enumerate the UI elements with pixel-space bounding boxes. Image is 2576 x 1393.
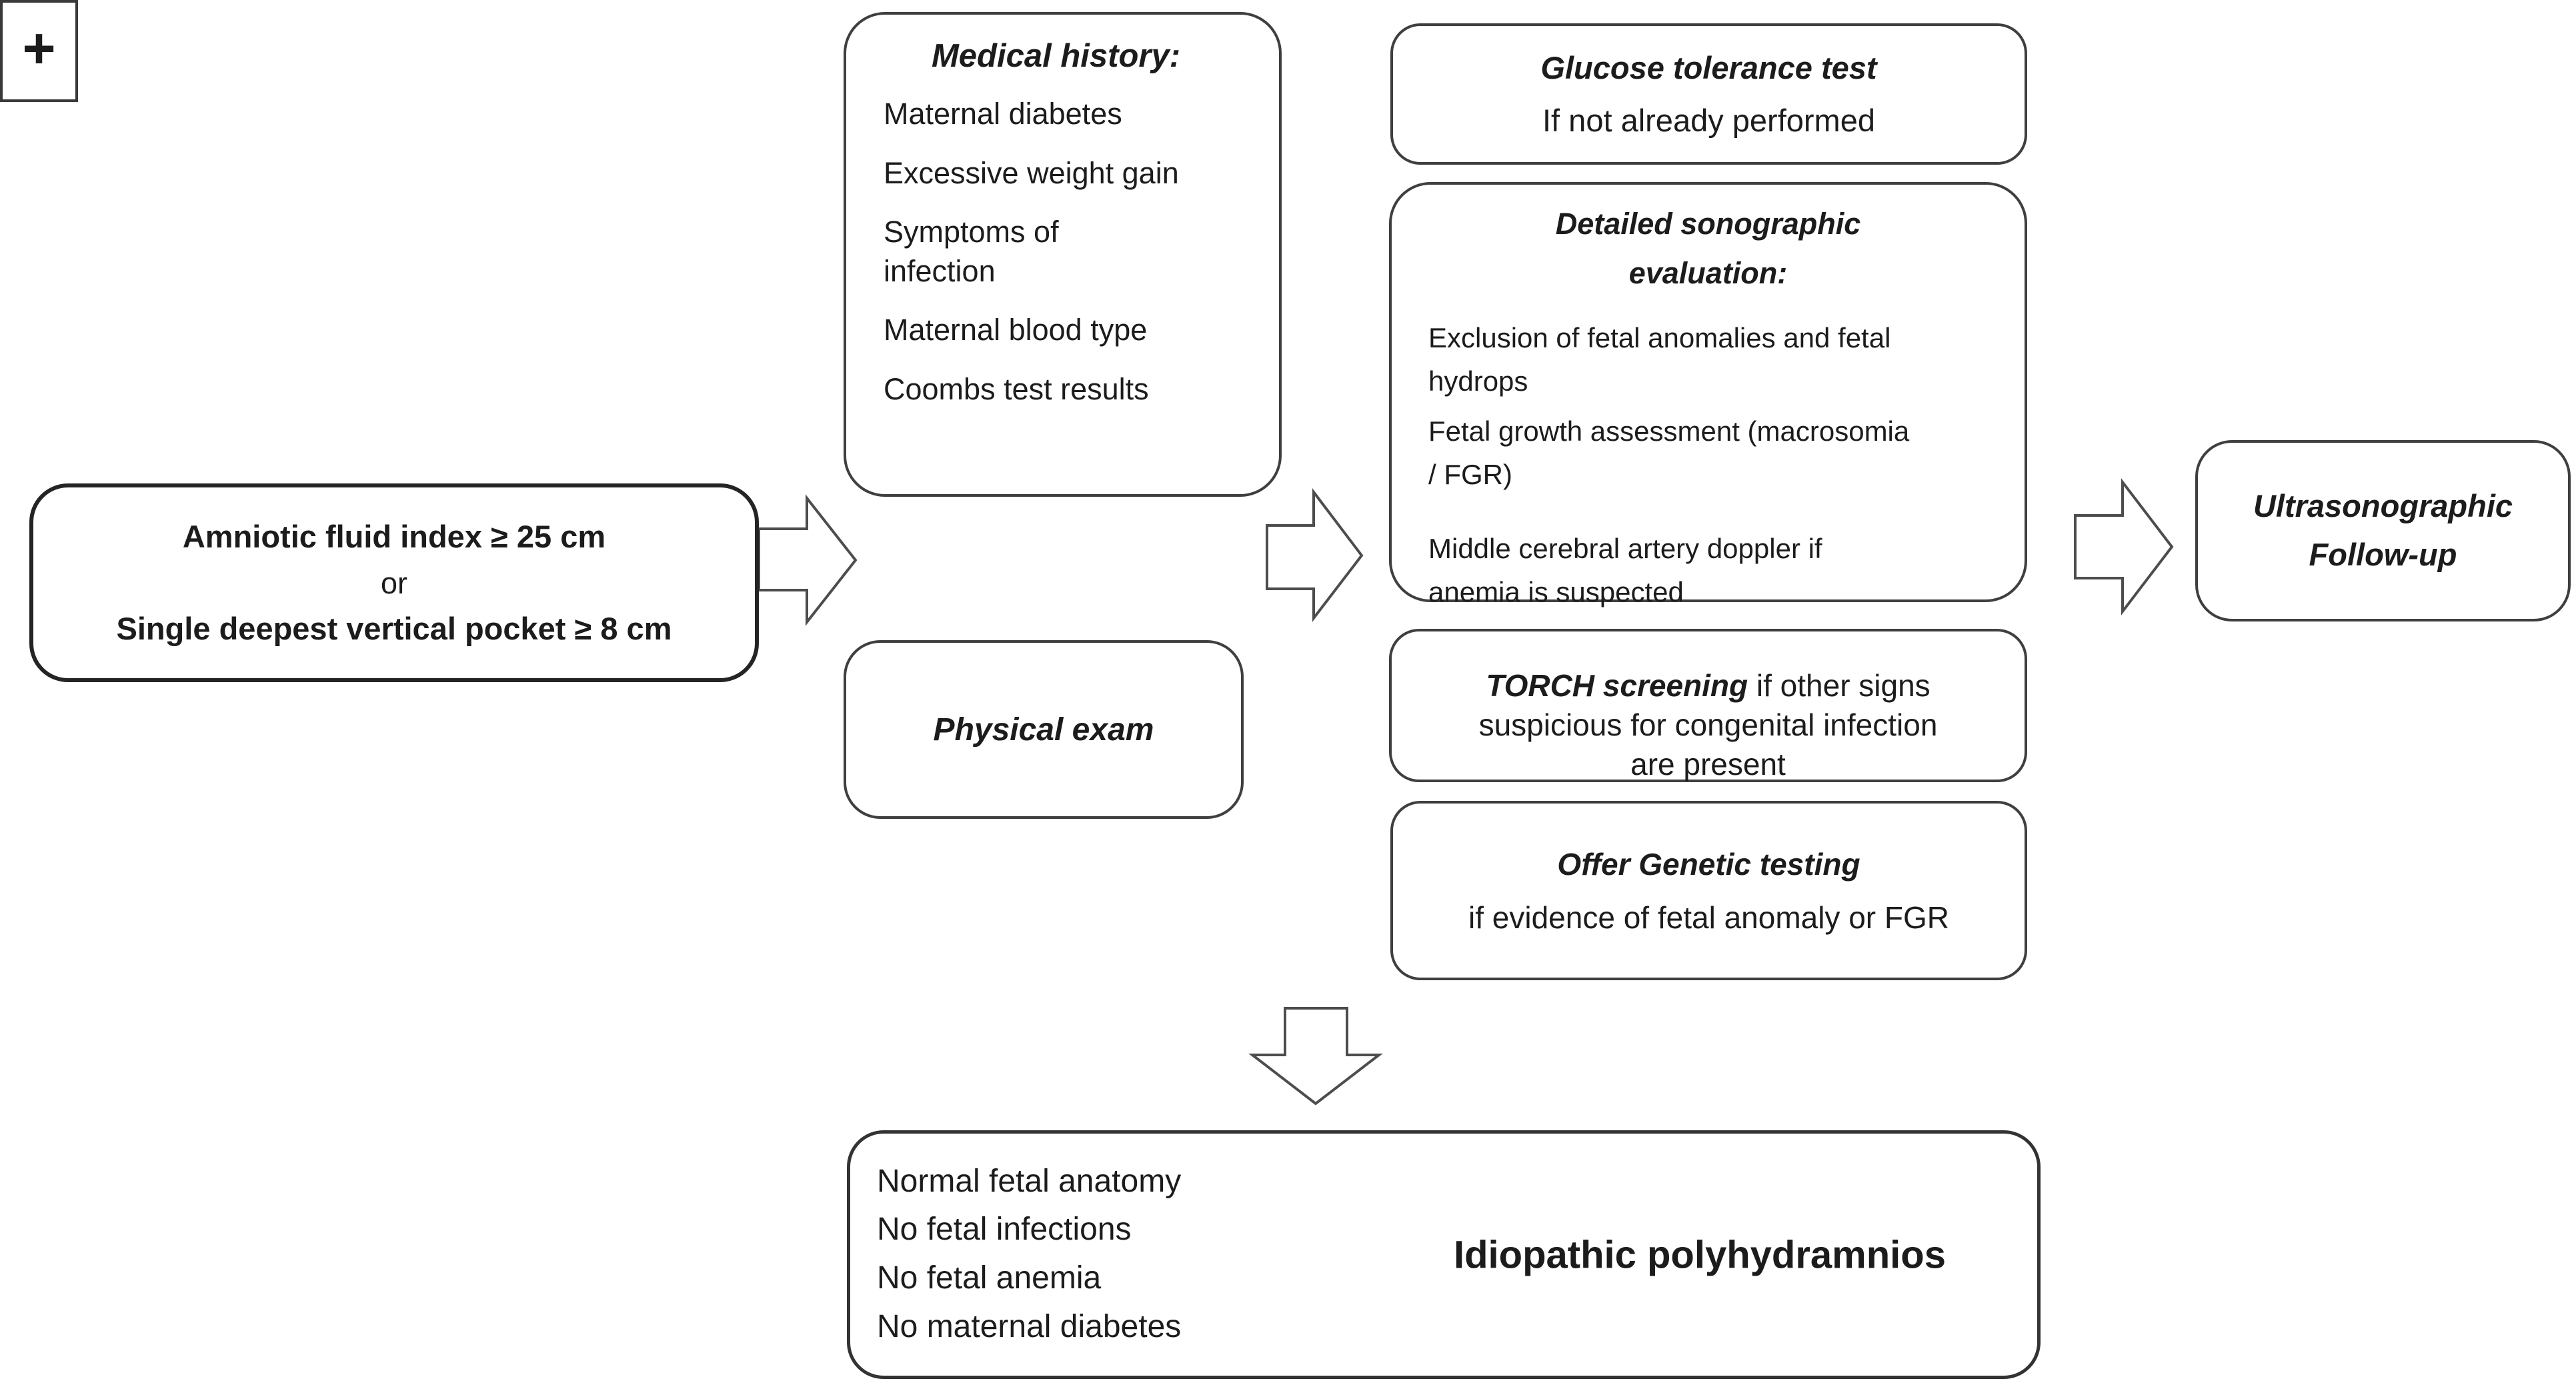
genetic-testing-title: Offer Genetic testing <box>1557 846 1860 882</box>
history-item-blood-type: Maternal blood type <box>884 313 1148 347</box>
torch-screening-rest: if other signs suspicious for congenital… <box>1478 668 1938 782</box>
glucose-tolerance-title: Glucose tolerance test <box>1540 49 1877 85</box>
medical-history-title: Medical history: <box>931 38 1181 74</box>
conclusion-item-anatomy: Normal fetal anatomy <box>877 1163 1182 1199</box>
conclusion-item-infections: No fetal infections <box>877 1212 1132 1248</box>
history-item-weight-gain: Excessive weight gain <box>884 155 1179 190</box>
criteria-line-sdp: Single deepest vertical pocket ≥ 8 cm <box>116 610 672 646</box>
sono-item-growth: Fetal growth assessment (macrosomia / FG… <box>1428 415 1910 490</box>
criteria-line-afi: Amniotic fluid index ≥ 25 cm <box>182 519 606 555</box>
glucose-tolerance-subtitle: If not already performed <box>1542 103 1875 139</box>
arrow-right-criteria-to-workup-icon <box>758 494 858 626</box>
torch-screening-lead: TORCH screening <box>1486 668 1748 704</box>
sonographic-evaluation-box: Detailed sonographic evaluation: Exclusi… <box>1389 182 2027 607</box>
conclusion-item-anemia: No fetal anemia <box>877 1260 1102 1296</box>
conclusion-box: Normal fetal anatomy No fetal infections… <box>847 1130 2041 1379</box>
sono-item-anomalies: Exclusion of fetal anomalies and fetal h… <box>1428 321 1891 397</box>
genetic-testing-subtitle: if evidence of fetal anomaly or FGR <box>1468 900 1949 935</box>
glucose-tolerance-box: Glucose tolerance test If not already pe… <box>1390 23 2027 165</box>
conclusion-criteria-list: Normal fetal anatomy No fetal infections… <box>877 1158 1181 1352</box>
plus-connector: + <box>0 0 78 102</box>
criteria-or-label: or <box>380 565 407 600</box>
criteria-box: Amniotic fluid index ≥ 25 cm or Single d… <box>29 483 759 682</box>
arrow-right-workup-to-tests-icon <box>1266 488 1364 622</box>
torch-screening-text: TORCH screening if other signs suspiciou… <box>1479 627 1938 784</box>
conclusion-result-label: Idiopathic polyhydramnios <box>1454 1233 1946 1276</box>
arrow-down-to-conclusion-icon <box>1248 1007 1383 1106</box>
genetic-testing-box: Offer Genetic testing if evidence of fet… <box>1390 801 2027 980</box>
conclusion-item-diabetes: No maternal diabetes <box>877 1309 1182 1345</box>
sono-item-mca-doppler: Middle cerebral artery doppler if anemia… <box>1428 532 1822 607</box>
torch-screening-box: TORCH screening if other signs suspiciou… <box>1389 629 2027 782</box>
sonographic-evaluation-list: Exclusion of fetal anomalies and fetal h… <box>1428 316 1998 614</box>
arrow-right-tests-to-followup-icon <box>2074 478 2174 615</box>
ultrasonographic-followup-box: Ultrasonographic Follow-up <box>2195 440 2571 621</box>
ultrasonographic-followup-title: Ultrasonographic Follow-up <box>2253 488 2513 572</box>
sonographic-evaluation-title: Detailed sonographic evaluation: <box>1555 207 1861 291</box>
medical-history-box: Medical history: Maternal diabetes Exces… <box>844 12 1282 497</box>
history-item-infection-symptoms: Symptoms of infection <box>884 215 1059 288</box>
plus-icon: + <box>22 16 56 81</box>
history-item-coombs: Coombs test results <box>884 371 1149 406</box>
physical-exam-title: Physical exam <box>933 712 1154 748</box>
history-item-maternal-diabetes: Maternal diabetes <box>884 97 1122 131</box>
physical-exam-box: Physical exam <box>844 640 1244 819</box>
